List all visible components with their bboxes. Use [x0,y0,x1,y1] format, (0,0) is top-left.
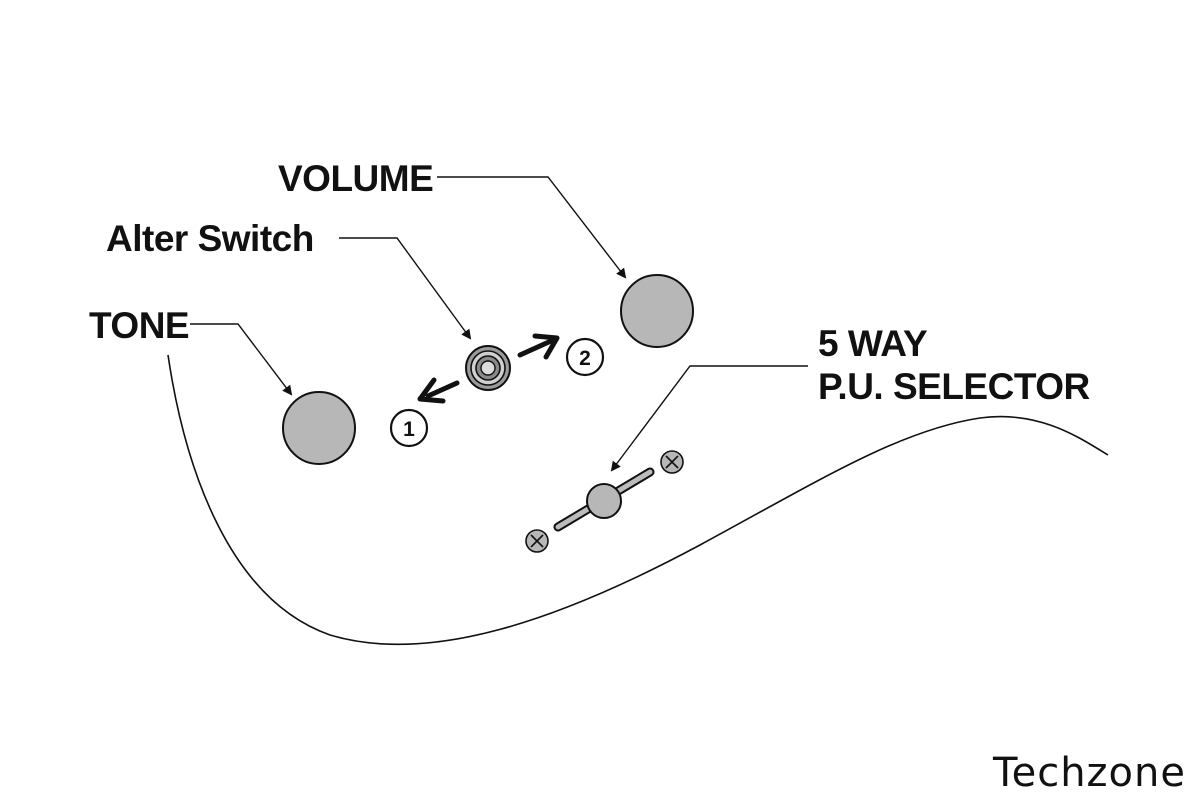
selector-label-line1: 5 WAY [818,323,928,364]
switch-position-2: 2 [565,337,605,377]
svg-text:1: 1 [403,418,415,441]
switch-position-1: 1 [389,408,429,448]
alter-switch-label: Alter Switch [106,218,314,259]
volume-leader-line [437,176,627,279]
switch-arrow-left-icon [417,377,460,404]
tone-leader-line [190,323,293,396]
guitar-body-outline [167,354,1109,646]
screw-icon [660,450,684,474]
pickup-selector-switch[interactable] [553,467,655,532]
switch-arrow-right-icon [517,333,560,360]
screw-icon [525,529,549,553]
selector-label-line2: P.U. SELECTOR [818,366,1090,407]
techzone-watermark: Techzone [992,750,1186,796]
selector-leader-line [610,365,808,472]
volume-label: VOLUME [278,158,433,199]
volume-knob[interactable] [620,274,694,348]
tone-knob[interactable] [282,391,356,465]
svg-text:2: 2 [579,347,591,370]
alter-switch-leader-line [339,237,472,340]
alter-switch[interactable] [465,345,511,391]
tone-label: TONE [89,305,189,346]
